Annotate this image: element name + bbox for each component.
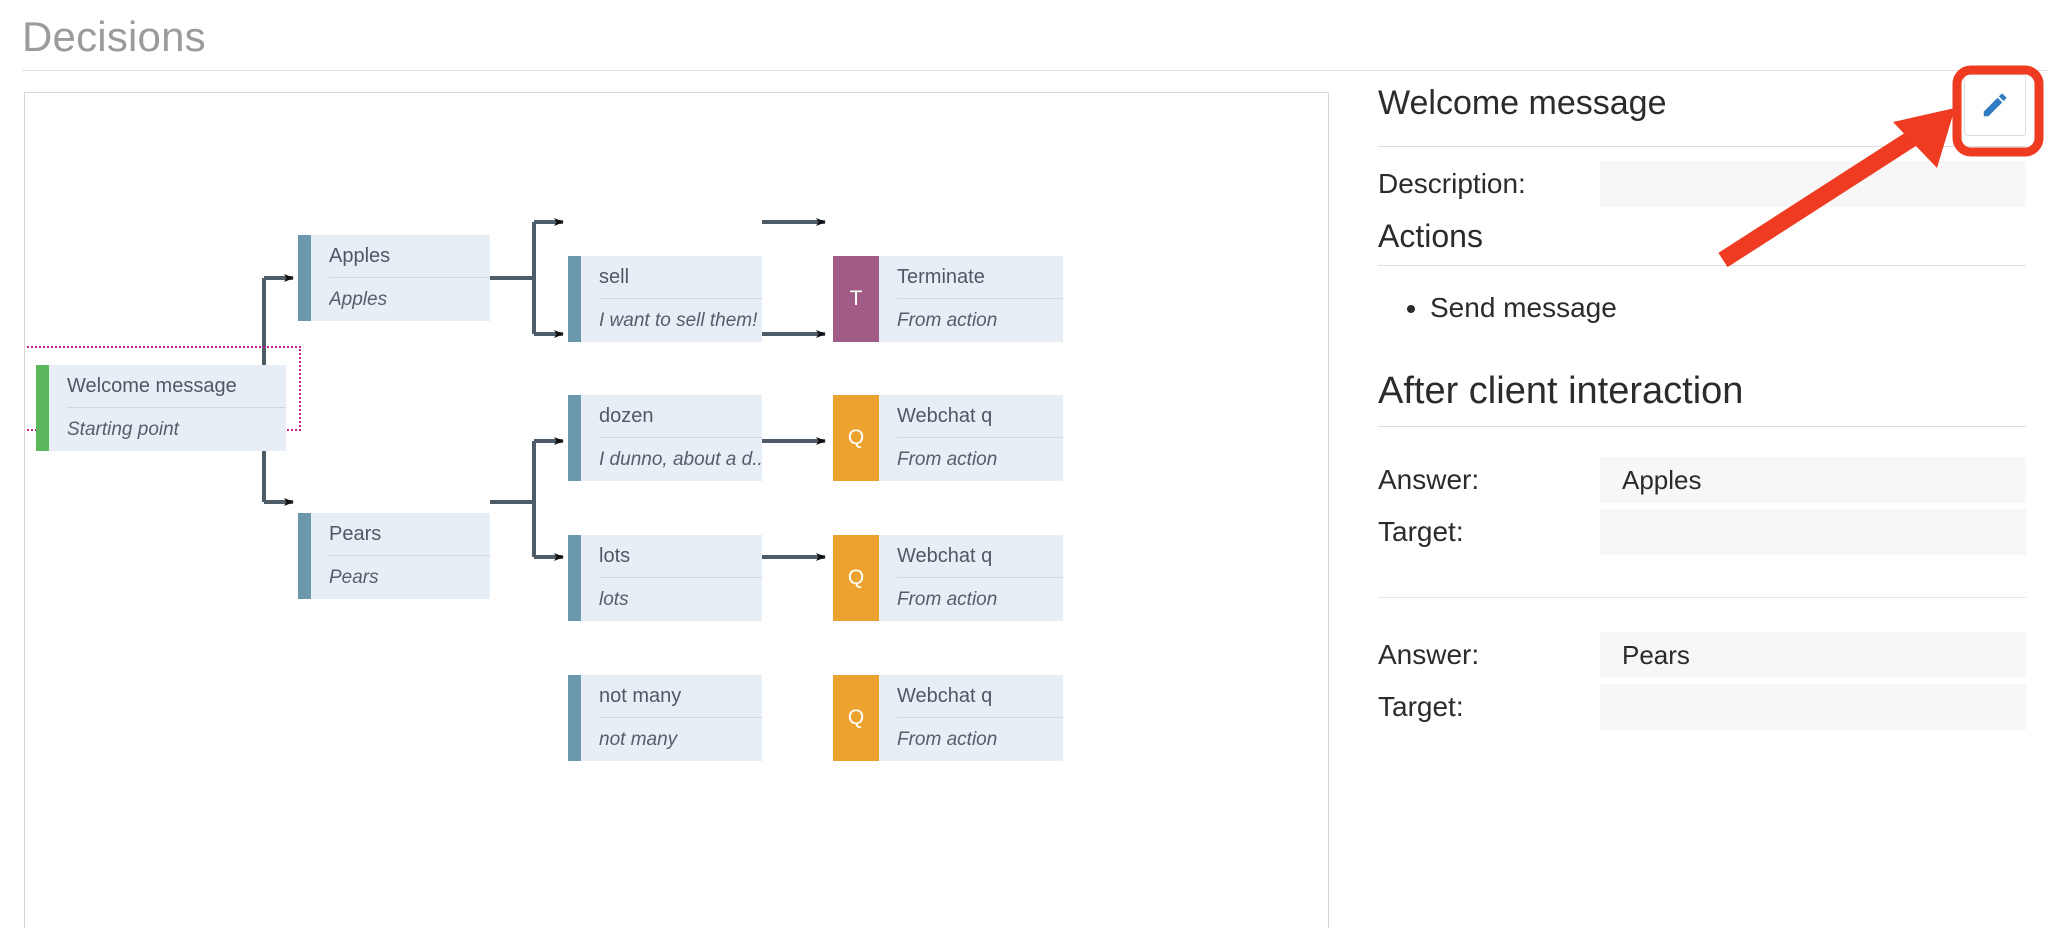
node-accent-bar: [568, 395, 581, 481]
answer-label: Answer:: [1378, 464, 1480, 495]
actions-heading: Actions: [1378, 218, 1483, 254]
node-body: lots lots: [581, 535, 762, 621]
page-title: Decisions: [22, 13, 206, 60]
target-row: Target:: [1378, 684, 2026, 730]
details-panel: Welcome message Description: Actions Sen…: [1378, 70, 2026, 928]
node-body: sell I want to sell them!: [581, 256, 762, 342]
description-label: Description:: [1378, 168, 1526, 199]
pencil-icon: [1983, 93, 2007, 117]
node-accent-bar: [298, 235, 311, 321]
node-subtitle: lots: [599, 589, 629, 610]
actions-divider: [1378, 265, 2026, 266]
node-title: lots: [599, 535, 762, 578]
node-accent-bar: [298, 513, 311, 599]
flow-node-pears[interactable]: Pears Pears: [298, 513, 490, 599]
node-badge-question: Q: [833, 395, 879, 481]
title-divider: [22, 70, 2048, 71]
node-title: Terminate: [897, 256, 1063, 299]
answer-value[interactable]: Pears: [1600, 632, 2026, 678]
answer-row: Answer: Apples: [1378, 457, 2026, 503]
flow-node-webchat-3[interactable]: Q Webchat q From action: [833, 675, 1063, 761]
after-client-interaction-divider: [1378, 426, 2026, 427]
node-badge-terminate: T: [833, 256, 879, 342]
action-item[interactable]: Send message: [1430, 288, 2026, 328]
flow-node-lots[interactable]: lots lots: [568, 535, 762, 621]
target-label: Target:: [1378, 691, 1464, 722]
flow-node-apples[interactable]: Apples Apples: [298, 235, 490, 321]
node-accent-bar: [36, 365, 49, 451]
target-label: Target:: [1378, 516, 1464, 547]
node-subtitle: I dunno, about a d...: [599, 449, 762, 470]
node-title: Webchat q: [897, 675, 1063, 718]
after-client-interaction-heading: After client interaction: [1378, 370, 1744, 412]
node-title: Webchat q: [897, 395, 1063, 438]
node-body: Apples Apples: [311, 235, 490, 321]
flow-node-webchat-1[interactable]: Q Webchat q From action: [833, 395, 1063, 481]
flow-node-sell[interactable]: sell I want to sell them!: [568, 256, 762, 342]
node-subtitle: From action: [897, 310, 998, 331]
description-value[interactable]: [1600, 161, 2026, 207]
node-subtitle: Starting point: [67, 419, 179, 440]
panel-header: Welcome message: [1378, 70, 2026, 146]
answer-group-divider: [1378, 597, 2026, 598]
flow-node-not-many[interactable]: not many not many: [568, 675, 762, 761]
connector-lines: [218, 218, 826, 561]
answer-label: Answer:: [1378, 639, 1480, 670]
answer-group-2: Answer: Pears Target:: [1378, 632, 2026, 730]
node-badge-question: Q: [833, 535, 879, 621]
panel-title-divider: [1378, 146, 2026, 147]
edit-button[interactable]: [1964, 74, 2026, 136]
node-subtitle: From action: [897, 449, 998, 470]
node-badge-question: Q: [833, 675, 879, 761]
node-subtitle: Pears: [329, 567, 379, 588]
node-body: Webchat q From action: [879, 675, 1063, 761]
node-title: sell: [599, 256, 762, 299]
node-subtitle: From action: [897, 729, 998, 750]
flow-node-webchat-2[interactable]: Q Webchat q From action: [833, 535, 1063, 621]
node-body: Welcome message Starting point: [49, 365, 286, 451]
description-row: Description:: [1378, 161, 2026, 207]
decision-tree-canvas[interactable]: Welcome message Starting point Apples Ap…: [24, 92, 1329, 928]
node-body: not many not many: [581, 675, 762, 761]
node-title: Welcome message: [67, 365, 286, 408]
answer-group-1: Answer: Apples Target:: [1378, 457, 2026, 555]
node-body: Pears Pears: [311, 513, 490, 599]
actions-list: Send message: [1378, 288, 2026, 328]
node-body: Webchat q From action: [879, 535, 1063, 621]
answer-value[interactable]: Apples: [1600, 457, 2026, 503]
panel-title: Welcome message: [1378, 84, 1667, 122]
node-title: dozen: [599, 395, 762, 438]
flow-node-terminate[interactable]: T Terminate From action: [833, 256, 1063, 342]
node-title: Webchat q: [897, 535, 1063, 578]
node-title: Apples: [329, 235, 490, 278]
node-accent-bar: [568, 256, 581, 342]
answer-row: Answer: Pears: [1378, 632, 2026, 678]
node-subtitle: not many: [599, 729, 678, 750]
node-body: Terminate From action: [879, 256, 1063, 342]
flow-node-dozen[interactable]: dozen I dunno, about a d...: [568, 395, 762, 481]
node-accent-bar: [568, 675, 581, 761]
target-value[interactable]: [1600, 509, 2026, 555]
node-accent-bar: [568, 535, 581, 621]
node-body: Webchat q From action: [879, 395, 1063, 481]
node-title: not many: [599, 675, 762, 718]
node-body: dozen I dunno, about a d...: [581, 395, 762, 481]
target-row: Target:: [1378, 509, 2026, 555]
node-title: Pears: [329, 513, 490, 556]
node-subtitle: From action: [897, 589, 998, 610]
target-value[interactable]: [1600, 684, 2026, 730]
node-subtitle: Apples: [329, 289, 388, 310]
node-subtitle: I want to sell them!: [599, 310, 758, 331]
flow-node-welcome[interactable]: Welcome message Starting point: [36, 365, 286, 451]
